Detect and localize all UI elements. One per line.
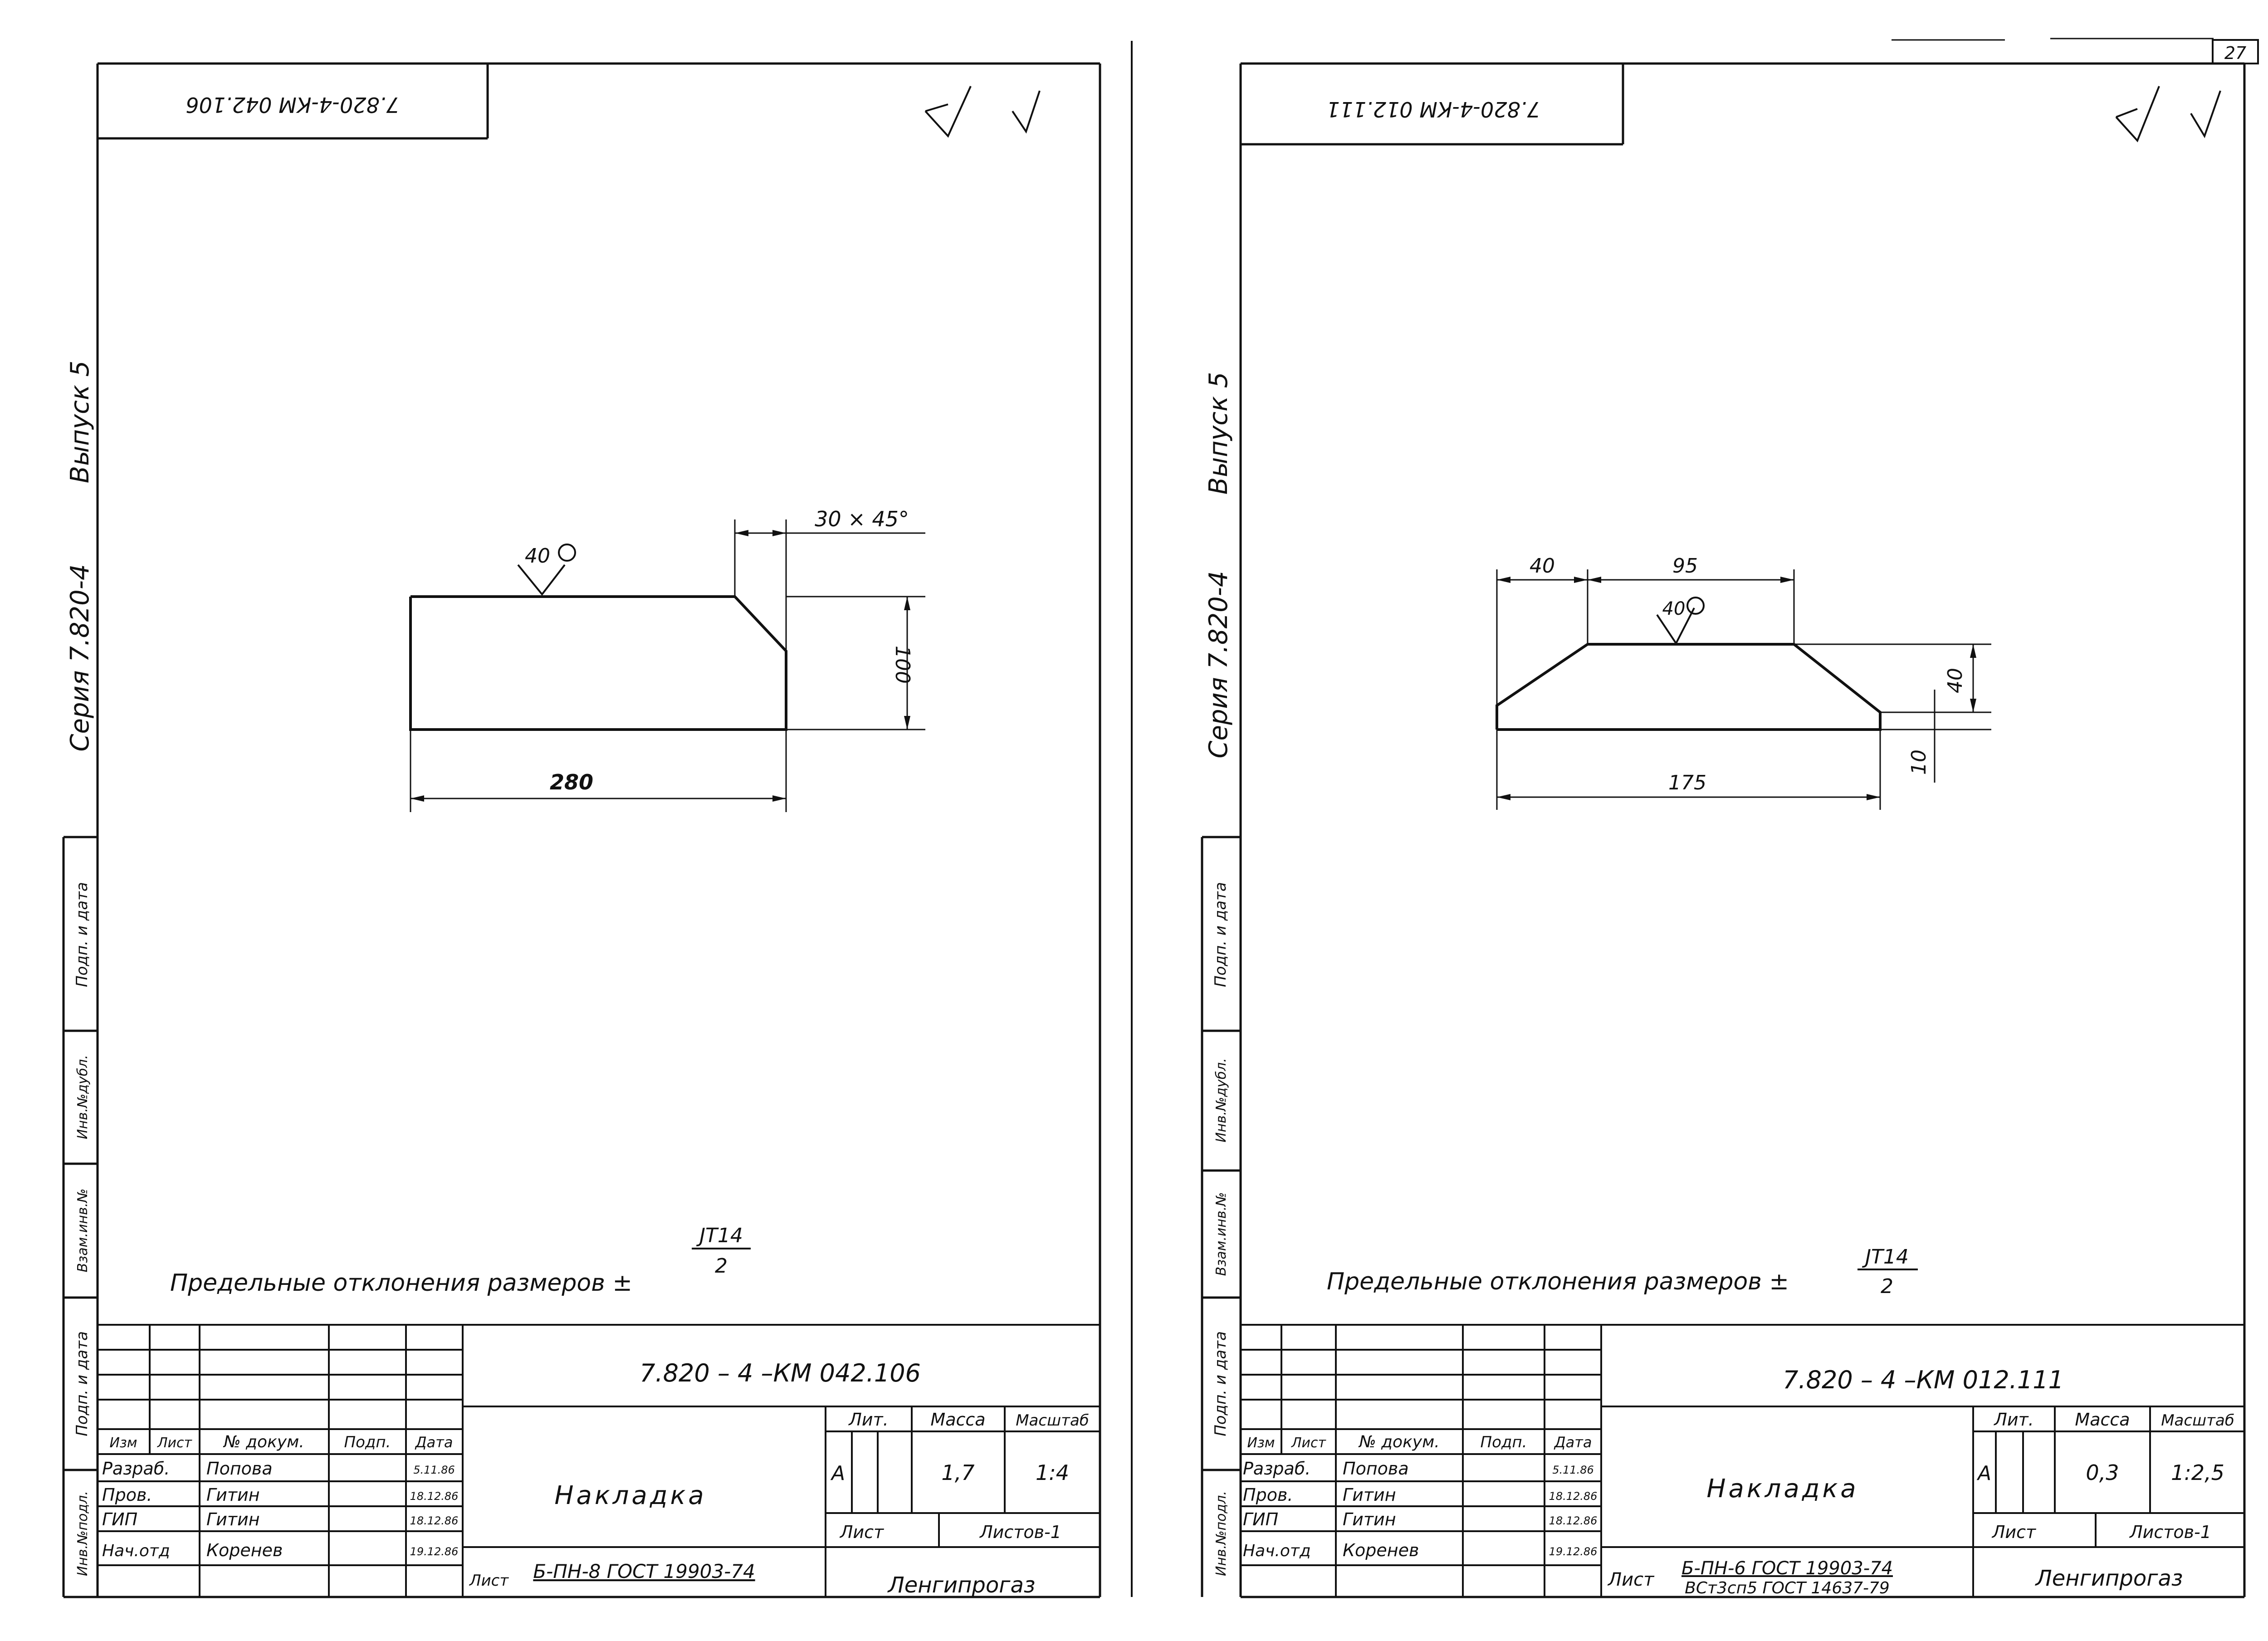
mass-label-2: Масса [2075, 1410, 2130, 1430]
side-field-1-2: Инв.№дубл. [75, 1055, 91, 1139]
side-field-2-4: Инв.№подл. [1213, 1491, 1229, 1576]
date-0-1: 5.11.86 [413, 1464, 455, 1476]
sheet-label-1: Лист [839, 1522, 885, 1542]
scale-value-2: 1:2,5 [2171, 1460, 2224, 1485]
name-3-1: Коренев [206, 1540, 283, 1560]
dim-length-1: 280 [550, 770, 593, 794]
tolerance-num-1: JT14 [696, 1224, 743, 1247]
tolerance-text-1: Предельные отклонения размеров ± [170, 1269, 632, 1297]
side-field-1-4: Инв.№подл. [75, 1491, 91, 1576]
organization-1: Ленгипрогаз [887, 1572, 1036, 1598]
header-change-1: Изм [109, 1435, 137, 1451]
side-issue-2: Выпуск 5 [1204, 372, 1233, 495]
code-stamp-2: 7.820-4-КМ 012.111 [1326, 97, 1540, 122]
side-field-2-3: Подп. и дата [1212, 1331, 1230, 1436]
side-series-2: Серия 7.820-4 [1204, 571, 1233, 758]
sheet-label-2: Лист [1991, 1522, 2037, 1542]
tolerance-text-2: Предельные отклонения размеров ± [1327, 1268, 1789, 1295]
header-sign-1: Подп. [344, 1433, 391, 1451]
role-3-2: Нач.отд [1243, 1542, 1311, 1560]
lit-label-1: Лит. [848, 1410, 889, 1430]
date-1-2: 18.12.86 [1549, 1490, 1598, 1503]
material-2: Б-ПН-6 ГОСТ 19903-74 [1681, 1558, 1893, 1579]
date-3-1: 19.12.86 [410, 1545, 459, 1558]
scale-value-1: 1:4 [1036, 1460, 1069, 1485]
date-1-1: 18.12.86 [410, 1490, 459, 1503]
side-field-2-0: Подп. и дата [1212, 882, 1230, 987]
side-field-2-2: Инв.№дубл. [1213, 1058, 1229, 1142]
name-0-1: Попова [206, 1459, 273, 1479]
material-1: Б-ПН-8 ГОСТ 19903-74 [533, 1560, 755, 1582]
header-sign-2: Подп. [1481, 1433, 1527, 1451]
tolerance-den-1: 2 [715, 1254, 728, 1278]
lit-label-2: Лит. [1993, 1410, 2034, 1430]
header-doc-1: № докум. [223, 1433, 304, 1451]
sheets-label-2: Листов-1 [2129, 1522, 2211, 1542]
name-0-2: Попова [1343, 1459, 1409, 1479]
part-name-1: Накладка [554, 1481, 706, 1510]
date-0-2: 5.11.86 [1552, 1464, 1594, 1476]
side-issue-1: Выпуск 5 [65, 361, 95, 483]
material-prefix-1: Лист [469, 1572, 509, 1590]
side-series-1: Серия 7.820-4 [65, 564, 95, 751]
dim-edge-2: 10 [1907, 749, 1931, 775]
date-2-1: 18.12.86 [410, 1514, 459, 1527]
organization-2: Ленгипрогаз [2035, 1566, 2183, 1591]
role-0-1: Разраб. [102, 1459, 170, 1479]
date-3-2: 19.12.86 [1549, 1545, 1598, 1558]
role-2-1: ГИП [102, 1509, 137, 1529]
header-sheet-2: Лист [1291, 1435, 1327, 1451]
roughness-label-2: 40 [1662, 598, 1686, 619]
side-field-1-3: Подп. и дата [73, 1331, 91, 1436]
side-field-2-1: Взам.инв.№ [1213, 1192, 1229, 1276]
dim-top-left-2: 40 [1530, 554, 1555, 578]
dim-height-1: 100 [891, 646, 914, 684]
roughness-label-1: 40 [525, 544, 550, 568]
code-stamp-1: 7.820-4-КМ 042.106 [186, 93, 399, 117]
header-date-2: Дата [1554, 1434, 1592, 1451]
mass-value-2: 0,3 [2086, 1460, 2119, 1485]
dim-length-2: 175 [1668, 771, 1706, 794]
scale-label-1: Масштаб [1016, 1411, 1089, 1430]
dim-top-2: 95 [1672, 554, 1698, 578]
mass-label-1: Масса [930, 1410, 985, 1430]
name-2-1: Гитин [206, 1509, 260, 1529]
name-1-2: Гитин [1343, 1485, 1396, 1505]
header-change-2: Изм [1247, 1435, 1275, 1451]
role-3-1: Нач.отд [102, 1542, 170, 1560]
header-sheet-1: Лист [157, 1435, 193, 1451]
material-grade-2: ВСт3сп5 ГОСТ 14637-79 [1685, 1579, 1890, 1597]
lit-value-2: А [1976, 1462, 1991, 1485]
name-3-2: Коренев [1343, 1540, 1419, 1560]
lit-value-1: А [830, 1462, 845, 1485]
chamfer-label-1: 30 × 45° [815, 507, 909, 531]
header-doc-2: № докум. [1358, 1433, 1439, 1451]
header-date-1: Дата [415, 1434, 453, 1451]
tolerance-num-2: JT14 [1862, 1245, 1909, 1269]
role-0-2: Разраб. [1243, 1459, 1310, 1479]
date-2-2: 18.12.86 [1549, 1514, 1598, 1527]
scale-label-2: Масштаб [2161, 1411, 2234, 1430]
part-name-2: Накладка [1706, 1474, 1858, 1504]
role-2-2: ГИП [1243, 1509, 1278, 1529]
side-field-1-0: Подп. и дата [73, 882, 91, 987]
mass-value-1: 1,7 [941, 1460, 974, 1485]
dim-height-2: 40 [1944, 668, 1967, 693]
name-2-2: Гитин [1343, 1509, 1396, 1529]
page-number: 27 [2224, 43, 2246, 63]
tolerance-den-2: 2 [1881, 1275, 1893, 1298]
document-code-2: 7.820 – 4 –КМ 012.111 [1783, 1366, 2064, 1394]
role-1-1: Пров. [102, 1485, 152, 1505]
side-field-1-1: Взам.инв.№ [75, 1189, 91, 1273]
name-1-1: Гитин [206, 1485, 260, 1505]
document-code-1: 7.820 – 4 –КМ 042.106 [640, 1359, 921, 1387]
material-prefix-2: Лист [1607, 1569, 1655, 1590]
role-1-2: Пров. [1243, 1485, 1293, 1505]
sheets-label-1: Листов-1 [979, 1522, 1061, 1542]
